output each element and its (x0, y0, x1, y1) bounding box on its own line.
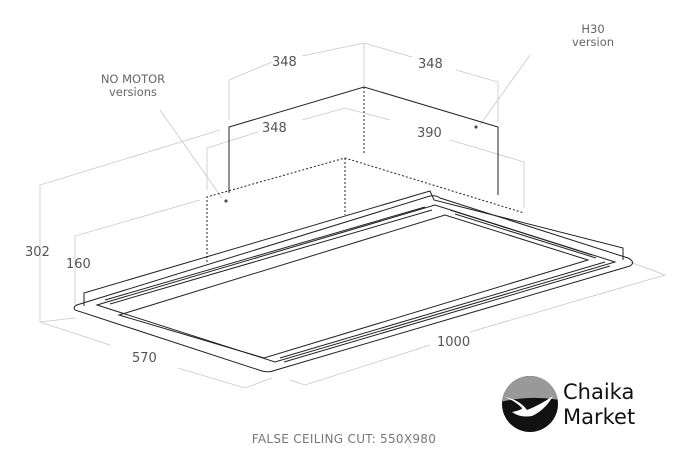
dim-box-mid-right: 390 (417, 126, 442, 141)
false-ceiling-caption: FALSE CEILING CUT: 550X980 (251, 432, 437, 446)
dim-box-top-left: 348 (272, 55, 297, 70)
dim-width: 1000 (437, 335, 471, 350)
note-h30-line2: version (571, 35, 615, 49)
brand-line2: Market (563, 405, 636, 429)
note-no-motor: NO MOTOR versions (88, 73, 178, 99)
note-no-motor-line2: versions (108, 85, 158, 99)
hood-panel (73, 190, 634, 373)
note-no-motor-line1: NO MOTOR (100, 72, 166, 86)
brand-line1: Chaika (563, 380, 635, 404)
dimension-lines (39, 42, 667, 389)
dim-total-height: 302 (25, 245, 50, 260)
motor-box (206, 86, 525, 262)
dim-body-height: 160 (66, 257, 91, 272)
dim-depth: 570 (132, 351, 157, 366)
dim-box-mid-left: 348 (262, 121, 287, 136)
note-h30-line1: H30 (581, 22, 605, 36)
chaika-logo (502, 376, 558, 432)
note-h30: H30 version (563, 23, 623, 49)
dim-box-top-right: 348 (418, 57, 443, 72)
brand-name: Chaika Market (563, 380, 635, 430)
